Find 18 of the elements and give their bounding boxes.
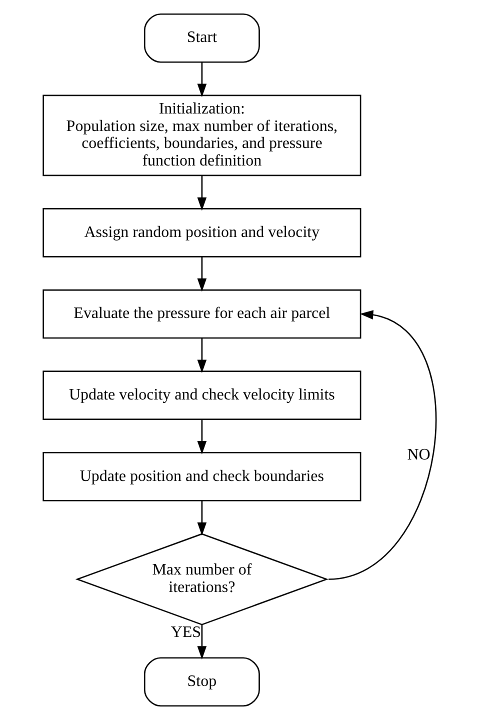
arrow (328, 310, 437, 580)
arrow (197, 624, 207, 660)
arrow (197, 338, 207, 374)
arrow (197, 419, 207, 454)
node-box: Initialization: Population size, max number of iterations, coefficients, boundaries, and pressure function definition (42, 94, 362, 176)
arrow (197, 176, 207, 211)
node-box: Update velocity and check velocity limits (42, 370, 362, 420)
node-box: Evaluate the pressure for each air parcel (42, 289, 362, 339)
node-box: Stop (144, 657, 260, 707)
edge-label: NO (407, 446, 430, 464)
arrow (197, 500, 207, 536)
node-box: Update position and check boundaries (42, 452, 362, 502)
node-box: Start (144, 13, 260, 63)
arrow (197, 62, 207, 98)
node-box: Assign random position and velocity (42, 208, 362, 258)
edge-label: YES (170, 624, 202, 642)
node-diamond: Max number of iterations? (75, 533, 329, 626)
arrow (197, 256, 207, 292)
